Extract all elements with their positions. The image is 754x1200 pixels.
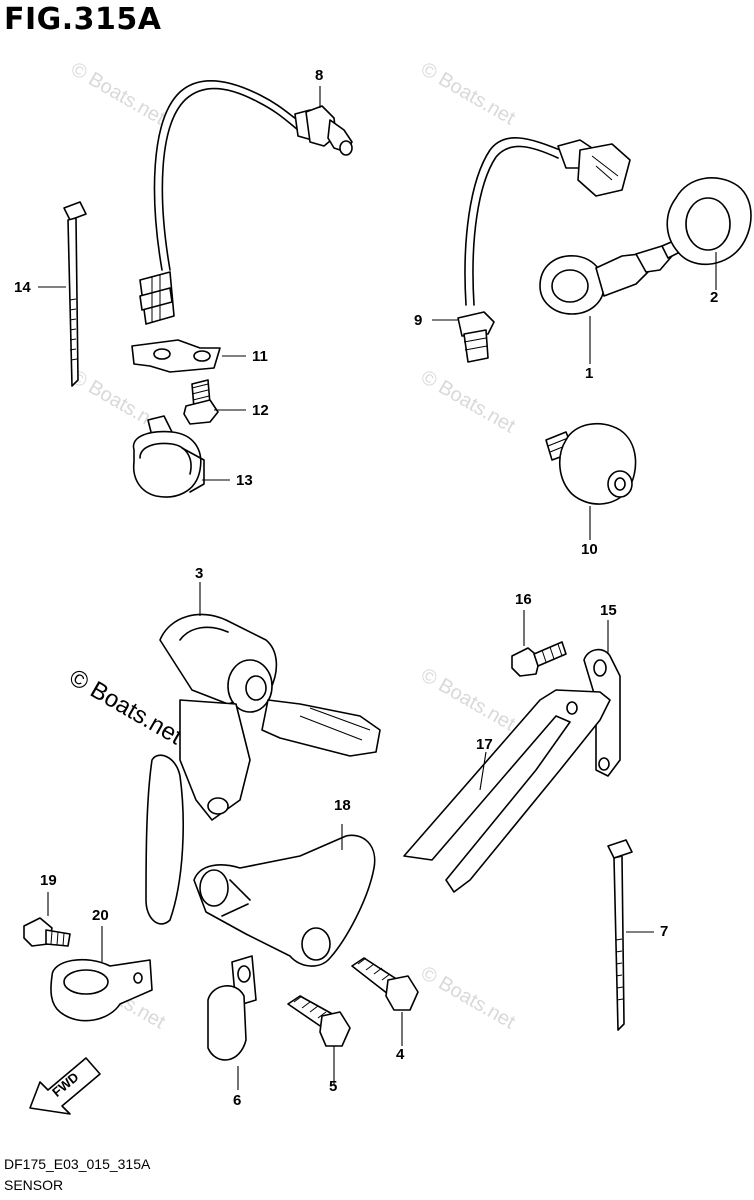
figure-name: SENSOR [4,1177,64,1193]
callout-18: 18 [334,797,351,814]
callout-4: 4 [396,1046,405,1063]
part-17-bar[interactable] [403,689,611,893]
part-11-clamp-plate[interactable] [131,339,246,373]
part-12-bolt[interactable] [183,379,246,425]
callout-19: 19 [40,872,57,889]
figure-title: FIG.315A [4,2,162,37]
part-13-clip[interactable] [132,415,230,498]
part-8-sensor-harness[interactable] [139,80,353,325]
callout-1: 1 [585,365,594,382]
callout-12: 12 [252,402,269,419]
part-4-bolt[interactable] [351,957,419,1046]
callout-2: 2 [710,289,719,306]
callout-17: 17 [476,736,493,753]
callout-11: 11 [252,348,268,365]
callout-14: 14 [14,279,31,296]
callout-8: 8 [315,67,324,84]
callout-13: 13 [236,472,253,489]
callout-3: 3 [195,565,204,582]
callout-5: 5 [329,1078,338,1095]
callout-15: 15 [600,602,617,619]
part-3-bracket[interactable] [145,582,381,925]
part-7-cable-tie[interactable] [607,839,654,1031]
fwd-arrow-icon: FWD [29,1057,101,1115]
callout-6: 6 [233,1092,242,1109]
part-10-knock-sensor[interactable] [545,422,637,540]
callout-10: 10 [581,541,598,558]
part-19-bolt[interactable] [23,892,71,947]
callout-16: 16 [515,591,532,608]
part-5-bolt[interactable] [287,995,351,1084]
part-6-clamp[interactable] [207,955,257,1090]
callout-7: 7 [660,923,669,940]
figure-code: DF175_E03_015_315A [4,1156,151,1172]
part-2-grommet[interactable] [666,177,752,290]
part-18-bracket-plate[interactable] [193,824,376,967]
callout-20: 20 [92,907,109,924]
part-9-sensor-harness[interactable] [432,137,631,363]
part-16-bolt[interactable] [511,610,567,677]
callout-9: 9 [414,312,423,329]
part-14-cable-tie[interactable] [38,201,87,387]
part-1-sensor[interactable] [539,239,681,364]
part-20-clamp[interactable] [50,926,153,1022]
